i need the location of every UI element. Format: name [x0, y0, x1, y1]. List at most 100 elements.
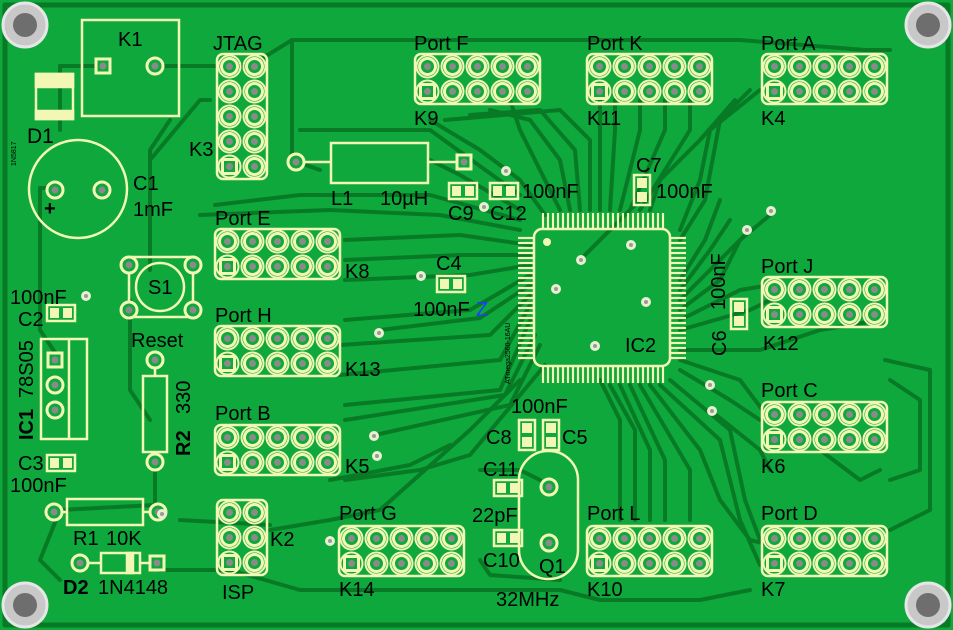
label-c5: C5 — [562, 427, 588, 449]
label-k14: K14 — [339, 579, 375, 601]
k2-header-pin-outline — [242, 500, 267, 525]
pad-drill — [821, 560, 828, 567]
k14-header-pin-outline — [439, 526, 464, 551]
k14-header-pin-outline — [339, 551, 364, 576]
k14-header-pin — [392, 529, 411, 548]
pad-drill — [249, 459, 256, 466]
k4-header-pin-outline — [762, 54, 787, 79]
pad-drill — [373, 535, 380, 542]
c11-smd-pad — [497, 483, 506, 493]
k12-header-pin — [765, 280, 784, 299]
pad-drill — [151, 356, 159, 364]
k7-header-pin-outline — [812, 551, 837, 576]
k8-header-pin-outline — [290, 229, 315, 254]
k14-header-pin — [367, 529, 386, 548]
c4-smd — [435, 274, 467, 294]
c3-smd — [45, 453, 77, 473]
k9-header-pin-outline — [490, 54, 515, 79]
d1-anode-band — [34, 109, 75, 121]
pad-drill — [125, 306, 133, 314]
k3-header-pin-outline — [242, 104, 267, 129]
k14-header-pin — [342, 529, 361, 548]
pad-drill — [796, 560, 803, 567]
pad-drill — [274, 459, 281, 466]
pad-drill — [299, 434, 306, 441]
ic2-outline — [532, 227, 672, 368]
pad-drill — [821, 88, 828, 95]
k10-header-pin-outline — [587, 551, 612, 576]
s1-pad — [119, 300, 139, 320]
c5-smd — [541, 418, 561, 452]
pad-drill — [348, 535, 355, 542]
k12-header-pin-outline — [812, 302, 837, 327]
s1-pad — [183, 300, 203, 320]
pad-drill — [499, 88, 506, 95]
pad-drill — [871, 88, 878, 95]
c3-smd-pad — [50, 458, 59, 468]
c11-smd-pad — [510, 483, 519, 493]
k2-header-pin-outline — [217, 500, 242, 525]
k10-header-pin-outline — [612, 551, 637, 576]
k9-header-pin — [493, 57, 512, 76]
pad-drill — [499, 63, 506, 70]
c10-smd — [492, 528, 524, 548]
k8-header-pin-outline — [265, 254, 290, 279]
pad-drill — [796, 311, 803, 318]
k9-header-pin — [419, 83, 436, 100]
k7-header-pin-outline — [862, 551, 887, 576]
k3-header-pin — [245, 107, 264, 126]
pad-drill — [796, 411, 803, 418]
k2-header-pin — [245, 528, 264, 547]
via-drill — [554, 287, 558, 291]
pad-drill — [224, 360, 231, 367]
label-ic2: IC2 — [625, 335, 656, 357]
k6-header-pin-outline — [837, 427, 862, 452]
c8-smd — [517, 418, 537, 452]
l1-pad — [286, 152, 306, 172]
k5-header-pin — [293, 428, 312, 447]
k5-header-pin-outline — [240, 425, 265, 450]
pad-drill — [274, 434, 281, 441]
k11-header-pin-outline — [637, 54, 662, 79]
pad-drill — [448, 535, 455, 542]
component-pads — [44, 52, 889, 578]
pad-drill — [251, 88, 258, 95]
k7-header-pin-outline — [862, 526, 887, 551]
k10-header-pin-outline — [662, 551, 687, 576]
label-ic1-value: 78S05 — [16, 340, 38, 398]
k5-header-pin-outline — [265, 450, 290, 475]
k14-header-pin-outline — [339, 526, 364, 551]
label-c12: C12 — [490, 203, 527, 225]
k8-header-pin — [268, 232, 287, 251]
pad-drill — [224, 335, 231, 342]
k9-header-pin-outline — [465, 79, 490, 104]
pad-drill — [821, 286, 828, 293]
k1-outline — [80, 18, 181, 118]
k10-header-outline — [585, 524, 714, 578]
k7-header-pin-outline — [787, 551, 812, 576]
pad-drill — [151, 458, 159, 466]
pad-drill — [771, 560, 778, 567]
pad-drill — [189, 306, 197, 314]
s1-outline — [127, 255, 195, 319]
pad-drill — [153, 559, 161, 567]
k13-header-pin-outline — [315, 351, 340, 376]
k11-header-pin-outline — [662, 54, 687, 79]
k12-header-pin-outline — [862, 302, 887, 327]
c1-pad — [92, 180, 112, 200]
k3-header-pin — [220, 107, 239, 126]
k6-header-pin — [766, 431, 783, 448]
k3-header-pin — [245, 57, 264, 76]
pad-drill — [151, 62, 159, 70]
via-drill — [375, 454, 379, 458]
k3-header-pin-outline — [217, 79, 242, 104]
k5-header-pin — [318, 453, 337, 472]
label-c8: C8 — [486, 427, 512, 449]
k13-header-pin — [318, 329, 337, 348]
k12-header-pin — [840, 280, 859, 299]
c12-smd-pad — [493, 186, 502, 196]
r1-pad — [44, 502, 64, 522]
pad-drill — [596, 560, 603, 567]
pad-drill — [424, 63, 431, 70]
